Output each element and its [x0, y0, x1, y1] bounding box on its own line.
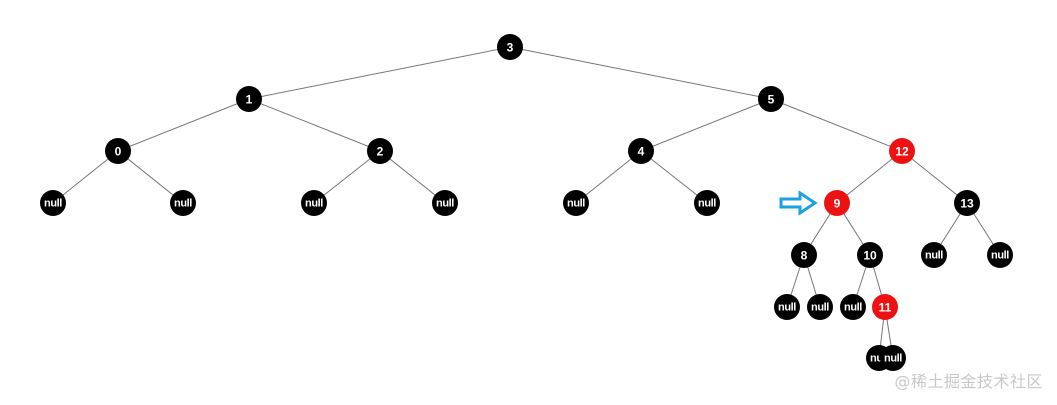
tree-node-2: 2: [367, 138, 393, 164]
black-node-circle: [774, 294, 800, 320]
tree-edge: [117, 150, 184, 204]
tree-edge: [248, 46, 511, 100]
node-label: 3: [507, 41, 514, 55]
red-node-circle: [872, 294, 898, 320]
black-node-circle: [432, 190, 458, 216]
node-label: null: [991, 250, 1009, 262]
black-node-circle: [105, 138, 131, 164]
black-node-circle: [40, 190, 66, 216]
tree-node-8: 8: [791, 242, 817, 268]
node-label: null: [305, 198, 323, 210]
node-label: 8: [801, 249, 808, 263]
node-label: 11: [879, 301, 892, 315]
node-label: null: [925, 250, 943, 262]
black-node-circle: [987, 242, 1013, 268]
node-label: null: [844, 302, 862, 314]
tree-edge: [836, 150, 903, 204]
black-node-circle: [954, 190, 980, 216]
tree-node-4: 4: [628, 138, 654, 164]
tree-edge: [640, 98, 772, 152]
tree-edge: [248, 98, 381, 152]
tree-node-5: 5: [758, 86, 784, 112]
null-leaf-node: null: [774, 294, 800, 320]
black-node-circle: [921, 242, 947, 268]
node-label: 5: [768, 93, 775, 107]
tree-edge: [509, 46, 772, 100]
tree-edge: [52, 150, 119, 204]
black-node-circle: [497, 34, 523, 60]
black-node-circle: [840, 294, 866, 320]
tree-edge: [901, 150, 968, 204]
null-leaf-node: null: [840, 294, 866, 320]
tree-node-12: 12: [889, 138, 915, 164]
null-leaf-node: null: [880, 345, 906, 371]
node-label: null: [698, 198, 716, 210]
tree-node-0: 0: [105, 138, 131, 164]
node-label: 1: [246, 93, 253, 107]
null-leaf-node: null: [807, 294, 833, 320]
red-node-circle: [889, 138, 915, 164]
pointer-arrow-icon: [779, 190, 818, 216]
node-label: null: [778, 302, 796, 314]
black-node-circle: [857, 242, 883, 268]
node-label: 4: [638, 145, 645, 159]
watermark: @稀土掘金技术社区: [894, 372, 1043, 391]
tree-edge: [640, 150, 708, 204]
black-node-circle: [367, 138, 393, 164]
null-leaf-node: null: [694, 190, 720, 216]
black-node-circle: [807, 294, 833, 320]
null-leaf-node: null: [563, 190, 589, 216]
node-label: null: [436, 198, 454, 210]
node-label: 13: [960, 197, 974, 211]
tree-node-11: 11: [872, 294, 898, 320]
node-label: 2: [377, 145, 384, 159]
black-node-circle: [758, 86, 784, 112]
red-node-circle: [824, 190, 850, 216]
pointer-arrow-layer: [779, 190, 818, 216]
tree-node-13: 13: [954, 190, 980, 216]
node-label: null: [44, 198, 62, 210]
null-leaf-node: null: [170, 190, 196, 216]
node-label: null: [884, 353, 902, 365]
null-leaf-node: null: [432, 190, 458, 216]
black-node-circle: [563, 190, 589, 216]
black-node-circle: [628, 138, 654, 164]
black-node-circle: [301, 190, 327, 216]
black-node-circle: [791, 242, 817, 268]
tree-node-3: 3: [497, 34, 523, 60]
node-label: null: [174, 198, 192, 210]
node-label: 0: [115, 145, 122, 159]
tree-node-9: 9: [824, 190, 850, 216]
black-node-circle: [236, 86, 262, 112]
tree-nodes: 3 1 5 0 2 4 12 null null null null null null 9 13 8 10 nu…: [40, 34, 1013, 371]
black-node-circle: [170, 190, 196, 216]
node-label: null: [567, 198, 585, 210]
null-leaf-node: null: [40, 190, 66, 216]
null-leaf-node: null: [987, 242, 1013, 268]
tree-edge: [117, 98, 250, 152]
tree-edge: [770, 98, 903, 152]
node-label: null: [811, 302, 829, 314]
node-label: 10: [863, 249, 877, 263]
tree-node-10: 10: [857, 242, 883, 268]
black-node-circle: [880, 345, 906, 371]
tree-node-1: 1: [236, 86, 262, 112]
tree-edge: [313, 150, 381, 204]
black-node-circle: [694, 190, 720, 216]
node-label: 9: [834, 197, 841, 211]
node-label: 12: [895, 145, 909, 159]
null-leaf-node: null: [301, 190, 327, 216]
tree-edge: [575, 150, 642, 204]
tree-edge: [379, 150, 446, 204]
null-leaf-node: null: [921, 242, 947, 268]
